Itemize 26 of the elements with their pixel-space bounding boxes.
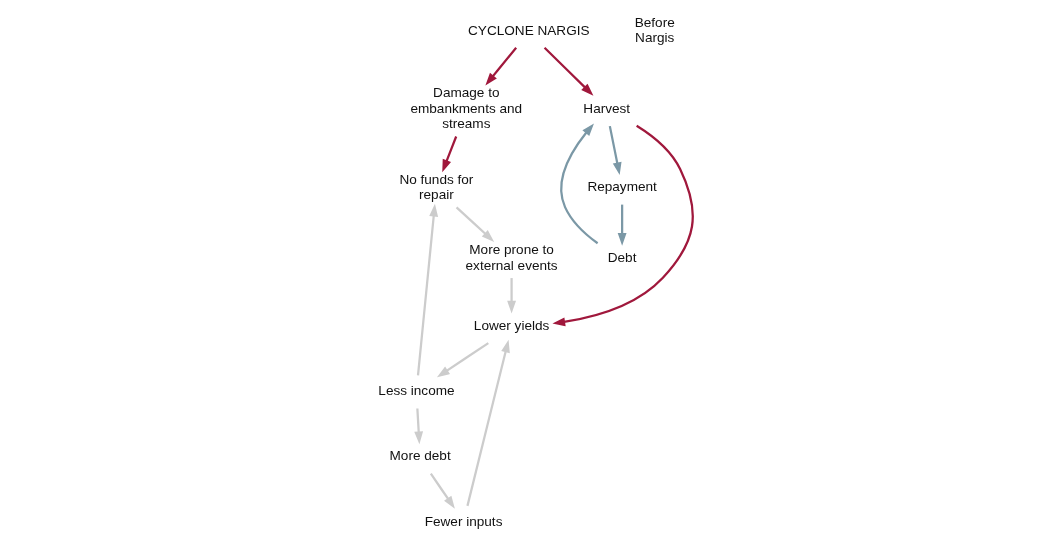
node-text: CYCLONE NARGIS [467,22,590,38]
arrow [465,339,510,507]
arrow [608,125,622,176]
node-text: More debt [389,448,451,464]
arrow [506,278,516,314]
arrow [429,473,455,509]
arrow [441,136,457,173]
arrow [484,47,517,86]
arrow [416,203,438,376]
arrow [543,46,593,96]
node-text: Debt [607,249,636,265]
node-text: Repayment [586,179,657,195]
label: Before Nargis [634,14,675,46]
node-text: Fewer inputs [424,513,502,529]
node-text: Damage to embankments and streams [409,85,522,132]
node-text: Less income [377,383,455,399]
node-text: Harvest [582,100,630,116]
node-text: Lower yields [473,317,549,333]
arrow [551,124,694,327]
node-text: More prone to external events [465,242,558,273]
arrow [559,123,598,245]
arrow [455,206,494,242]
arrow [617,204,627,246]
arrow [436,342,489,378]
node-text: No funds for repair [398,171,473,202]
arrow [413,408,423,445]
